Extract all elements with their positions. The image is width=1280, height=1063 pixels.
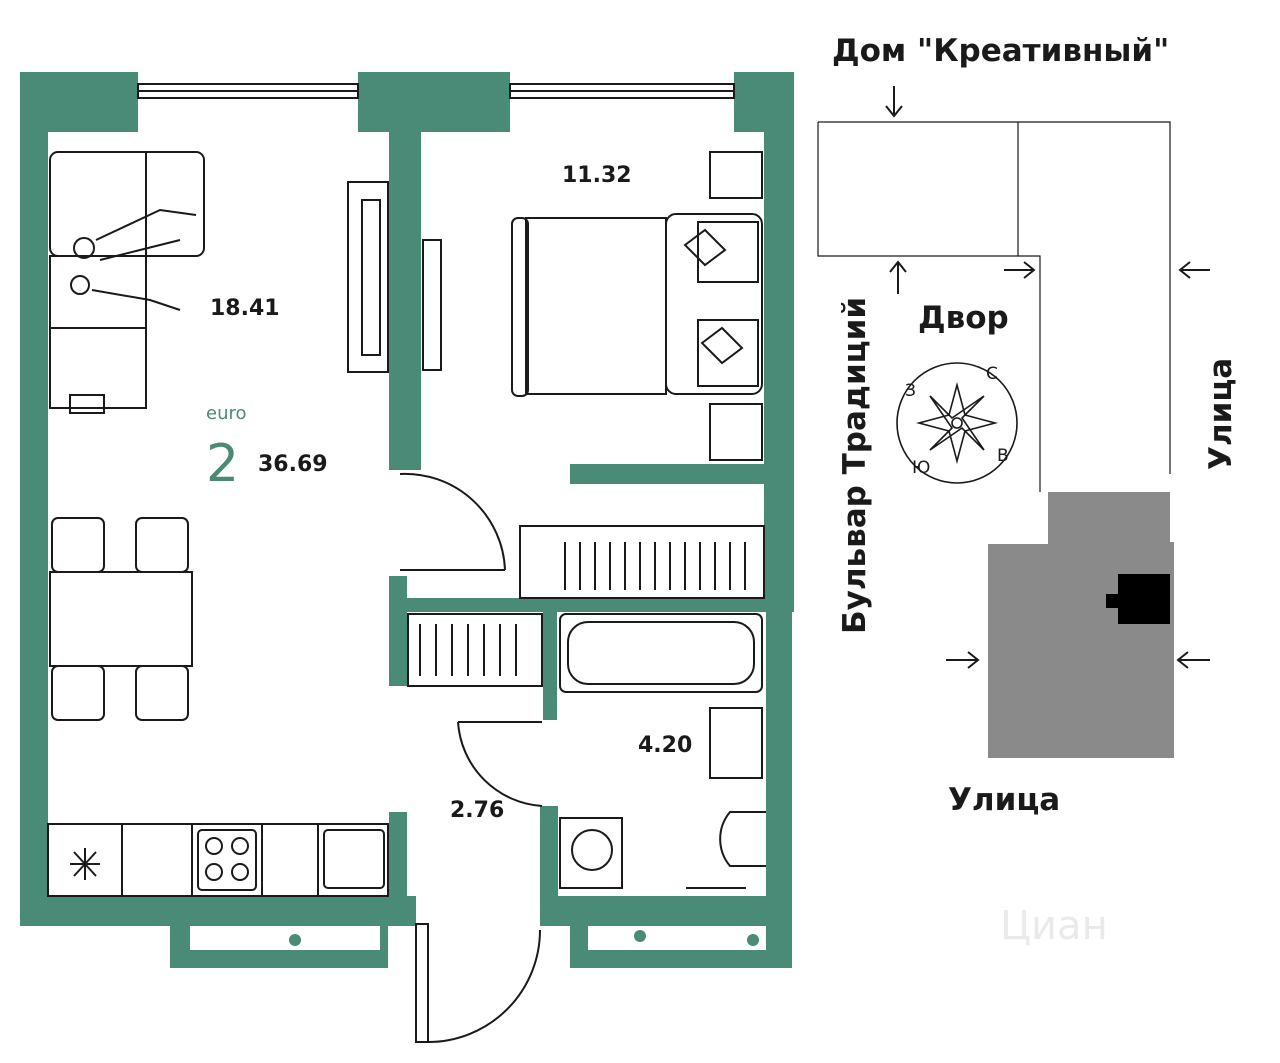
compass-rose-icon [896,362,1018,484]
apartment-building [988,492,1174,758]
room-count-label: 2 [206,434,240,494]
building-outline-inner [817,122,1041,492]
site-map [817,86,1210,758]
hall-area-label: 2.76 [450,798,505,823]
watermark-logo: Циан [1000,903,1108,949]
compass-south-label: Ю [912,458,931,478]
compass-west-label: З [905,381,916,401]
walls [20,72,794,968]
living-area-label: 18.41 [210,296,280,321]
bathroom-area-label: 4.20 [638,733,693,758]
furniture [47,83,766,1043]
balcony-markers [289,930,759,946]
apartment-type-label: euro [206,403,247,424]
boulevard-label: Бульвар Традиций [837,296,873,634]
bedroom-area-label: 11.32 [562,163,632,188]
courtyard-label: Двор [918,300,1009,336]
building-outline [818,121,1171,474]
apartment-floor-plan [20,72,794,1043]
compass-east-label: В [997,446,1009,466]
compass-north-label: С [986,364,998,384]
total-area-label: 36.69 [258,452,328,477]
entrance-arrows [885,86,1210,669]
building-name-label: Дом "Креативный" [832,33,1170,69]
street-right-label: Улица [1203,357,1239,470]
street-bottom-label: Улица [948,782,1061,818]
